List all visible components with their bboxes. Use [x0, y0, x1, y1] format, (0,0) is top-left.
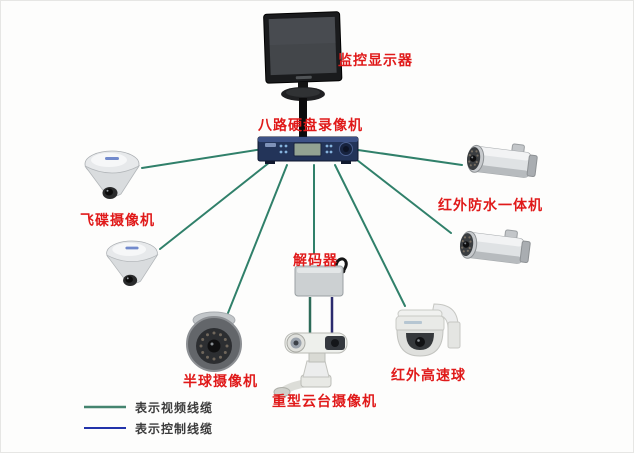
bullet-label: 红外防水一体机 [438, 197, 543, 213]
video-cable-line [227, 164, 288, 314]
saucer-camera-icon [79, 147, 145, 203]
legend-control-label: 表示控制线缆 [135, 421, 214, 436]
dome-camera-icon [178, 308, 250, 374]
legend-video-label: 表示视频线缆 [135, 400, 214, 415]
control-line-swatch [84, 427, 126, 429]
dome-label: 半球摄像机 [183, 373, 258, 389]
video-cable-line [334, 164, 406, 307]
legend: 表示视频线缆 表示控制线缆 [84, 400, 214, 436]
bullet-camera-icon [447, 223, 533, 279]
monitor-label: 监控显示器 [338, 52, 413, 68]
speed-dome-label: 红外高速球 [391, 367, 466, 383]
ptz-camera-icon [273, 331, 361, 397]
monitor-icon [256, 10, 348, 138]
video-cable-line [141, 148, 264, 169]
video-cable-line [356, 159, 452, 234]
saucer-label: 飞碟摄像机 [80, 212, 155, 228]
saucer-camera-icon [101, 237, 163, 290]
video-cable-line [357, 149, 463, 166]
video-line-swatch [84, 405, 126, 409]
legend-row-video: 表示视频线缆 [84, 400, 214, 415]
decoder-icon [291, 253, 351, 301]
legend-row-control: 表示控制线缆 [84, 421, 214, 436]
dvr-icon [257, 133, 359, 165]
speed-dome-icon [392, 300, 470, 370]
decoder-label: 解码器 [293, 252, 338, 268]
video-cable-line [159, 161, 271, 250]
ptz-label: 重型云台摄像机 [272, 393, 377, 409]
dvr-label: 八路硬盘录像机 [258, 117, 363, 133]
bullet-camera-icon [454, 137, 540, 193]
